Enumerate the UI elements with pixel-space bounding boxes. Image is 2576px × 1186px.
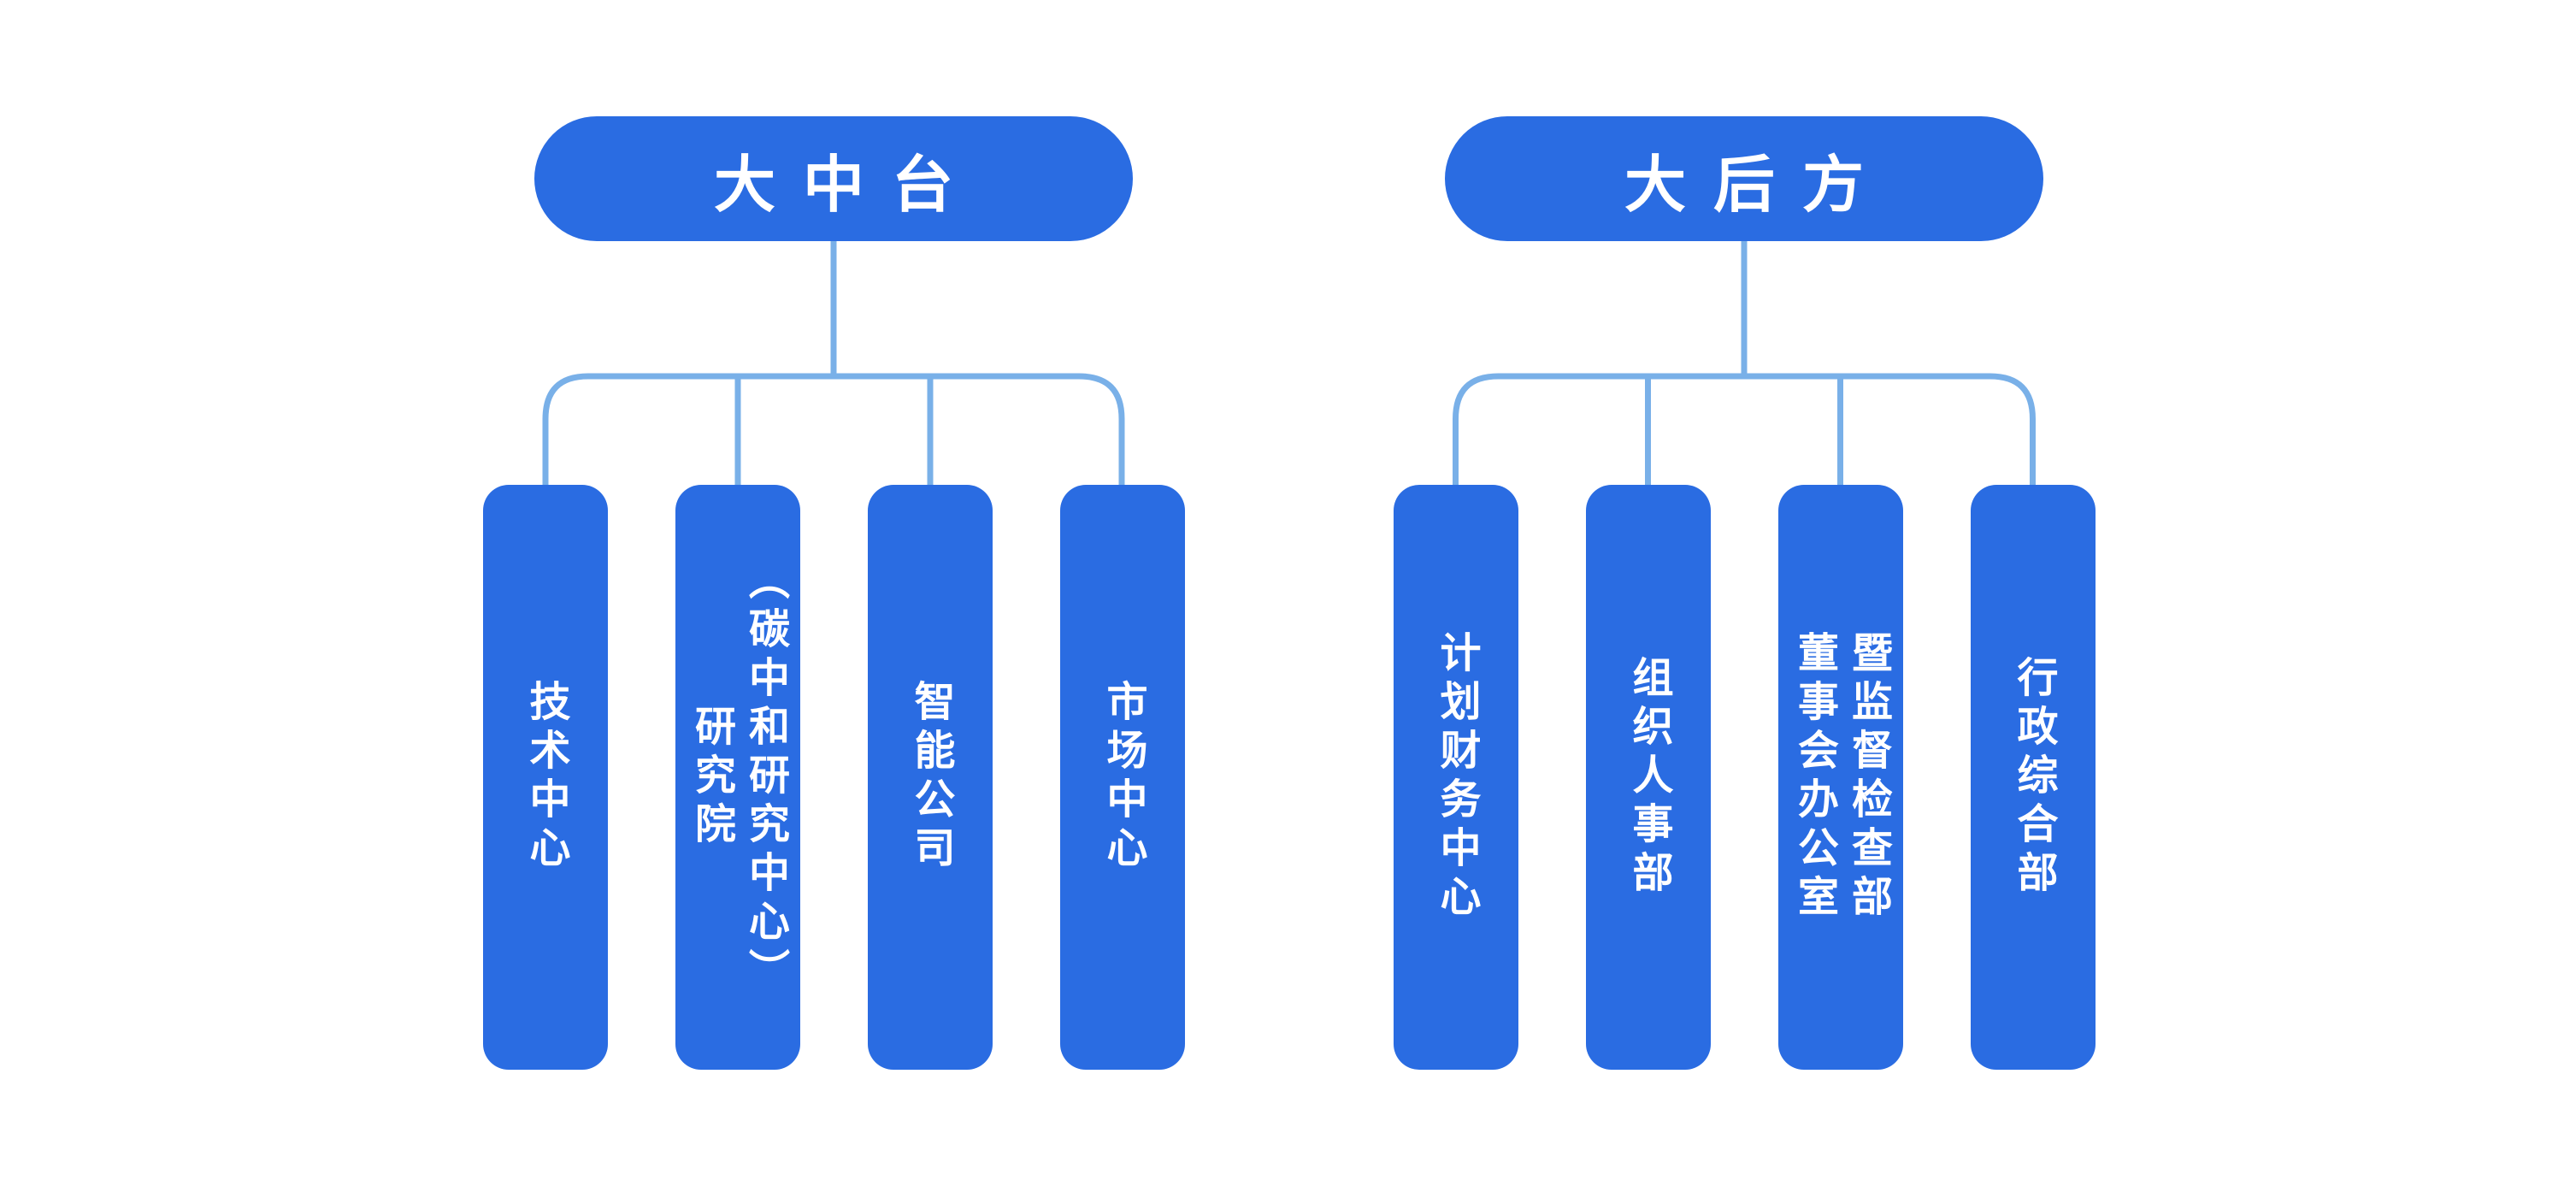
child-node[interactable]: 智能公司 bbox=[868, 485, 993, 1070]
child-node-label: 研究院 （碳中和研究中心） bbox=[688, 558, 787, 997]
child-node[interactable]: 市场中心 bbox=[1060, 485, 1185, 1070]
child-node-label: 计划财务中心 bbox=[1433, 631, 1479, 923]
child-node[interactable]: 技术中心 bbox=[483, 485, 608, 1070]
child-node-label: 智能公司 bbox=[907, 680, 953, 875]
parent-node-label: 大中台 bbox=[713, 150, 981, 220]
connector-bus bbox=[542, 373, 1125, 487]
parent-node-label: 大后方 bbox=[1624, 150, 1891, 220]
child-node[interactable]: 计划财务中心 bbox=[1394, 485, 1518, 1070]
parent-node[interactable]: 大后方 bbox=[1445, 116, 2043, 241]
child-node-label: 行政综合部 bbox=[2010, 655, 2056, 900]
connector-bus bbox=[1453, 373, 2036, 487]
child-node-label: 技术中心 bbox=[522, 680, 569, 875]
child-node[interactable]: 行政综合部 bbox=[1971, 485, 2096, 1070]
child-node[interactable]: 组织人事部 bbox=[1586, 485, 1711, 1070]
child-node[interactable]: 研究院 （碳中和研究中心） bbox=[675, 485, 800, 1070]
parent-node[interactable]: 大中台 bbox=[534, 116, 1133, 241]
child-node-label: 组织人事部 bbox=[1625, 655, 1671, 900]
child-node-label: 市场中心 bbox=[1099, 680, 1146, 875]
child-node[interactable]: 董事会办公室 暨监督检查部 bbox=[1778, 485, 1903, 1070]
child-node-label: 董事会办公室 暨监督检查部 bbox=[1791, 631, 1890, 923]
